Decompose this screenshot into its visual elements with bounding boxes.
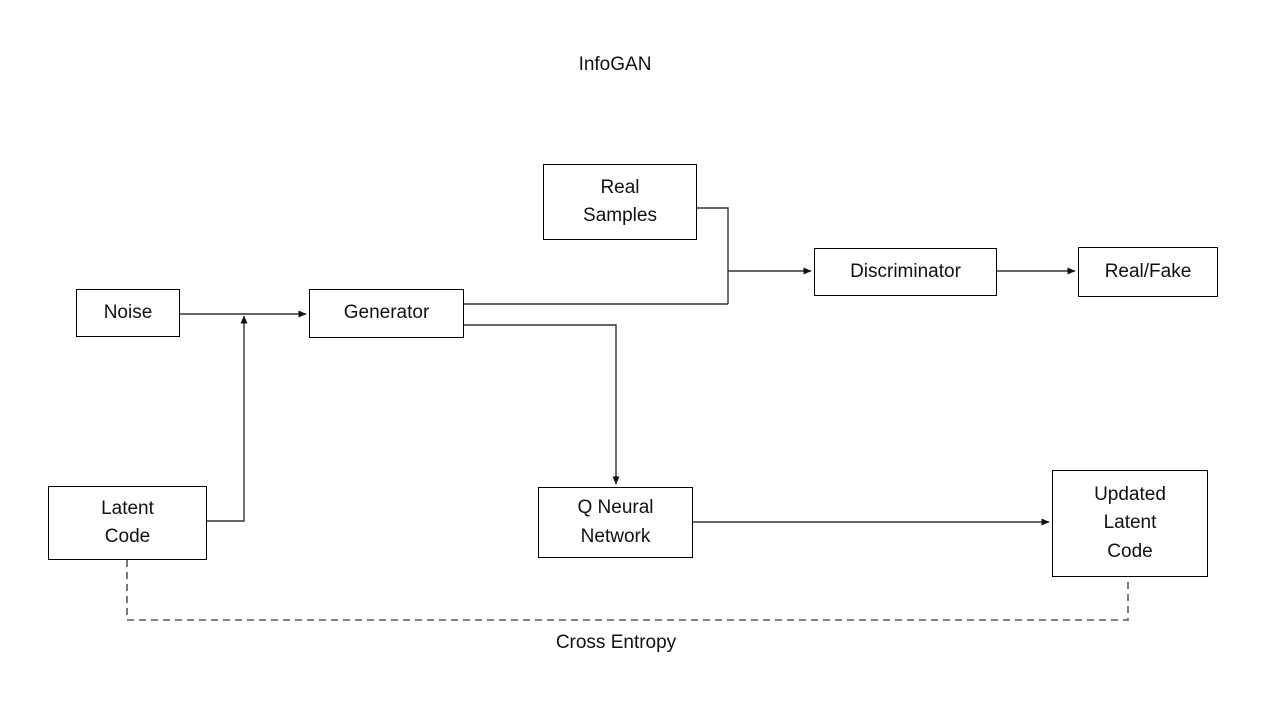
node-real-samples-label: Real Samples (583, 176, 657, 227)
node-noise-label: Noise (103, 301, 153, 323)
node-real-samples: Real Samples (543, 164, 697, 240)
node-discriminator-label: Discriminator (850, 260, 961, 282)
node-updated-latent-code-label: Updated Latent Code (1094, 483, 1166, 562)
arrow-latent-code-to-generator-line (207, 315, 248, 522)
node-latent-code-label: Latent Code (101, 497, 154, 548)
dashed-line-latent-code-to-updated-latent-code (126, 560, 1129, 621)
node-discriminator: Discriminator (814, 248, 997, 296)
line-real-samples-to-junction (697, 207, 729, 304)
node-latent-code: Latent Code (48, 486, 207, 560)
node-generator-label: Generator (343, 302, 430, 324)
node-real-fake-label: Real/Fake (1104, 260, 1192, 282)
node-real-fake: Real/Fake (1078, 247, 1218, 297)
node-generator: Generator (309, 289, 464, 338)
diagram-title: InfoGAN (578, 54, 652, 75)
node-q-neural-network: Q Neural Network (538, 487, 693, 558)
cross-entropy-label: Cross Entropy (555, 632, 677, 653)
arrow-generator-to-q-neural-network (464, 324, 620, 485)
node-updated-latent-code: Updated Latent Code (1052, 470, 1208, 577)
node-noise: Noise (76, 289, 180, 337)
node-q-neural-network-label: Q Neural Network (577, 497, 654, 547)
